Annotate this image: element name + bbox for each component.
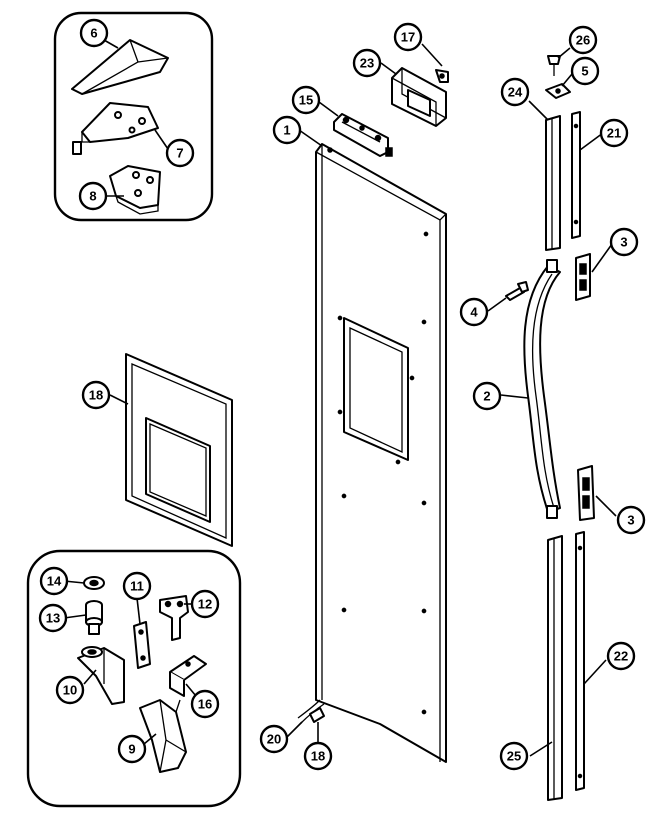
svg-text:3: 3 <box>627 513 634 528</box>
svg-text:23: 23 <box>360 56 374 71</box>
callout-10: 10 <box>55 675 85 705</box>
part-2-handle <box>523 259 561 519</box>
svg-text:18: 18 <box>311 749 325 764</box>
callout-20: 20 <box>259 724 289 754</box>
part-14-washer <box>83 576 105 590</box>
callout-23: 23 <box>352 48 382 78</box>
svg-text:6: 6 <box>90 26 97 41</box>
svg-text:17: 17 <box>401 30 415 45</box>
callout-2: 2 <box>472 381 502 411</box>
callout-4: 4 <box>459 297 489 327</box>
svg-text:10: 10 <box>63 683 77 698</box>
part-12-bracket <box>159 595 189 641</box>
svg-text:13: 13 <box>46 611 60 626</box>
svg-text:9: 9 <box>128 742 135 757</box>
callout-16: 16 <box>190 689 220 719</box>
svg-text:12: 12 <box>198 597 212 612</box>
part-21-upper-trim-strip <box>571 111 581 239</box>
part-3-lower-end-cap <box>577 465 595 521</box>
part-9-lower-cover <box>139 699 187 773</box>
svg-text:25: 25 <box>507 749 521 764</box>
hinge-group-box <box>53 11 214 222</box>
part-22-lower-trim-strip <box>575 531 585 791</box>
svg-text:26: 26 <box>576 33 590 48</box>
part-16-clip <box>169 655 207 697</box>
callout-12: 12 <box>190 589 220 619</box>
callout-8: 8 <box>78 181 108 211</box>
part-25-lower-trim <box>547 535 563 801</box>
callout-18-lower: 18 <box>303 741 333 771</box>
svg-text:3: 3 <box>620 235 627 250</box>
callout-7: 7 <box>165 138 195 168</box>
part-19-grommet <box>309 707 325 723</box>
part-17-clip <box>435 69 449 83</box>
callout-9: 9 <box>117 734 147 764</box>
callout-13: 13 <box>38 603 68 633</box>
svg-text:2: 2 <box>483 389 490 404</box>
part-26-screw <box>547 55 561 76</box>
callout-26: 26 <box>568 25 598 55</box>
callout-22: 22 <box>606 641 636 671</box>
svg-text:14: 14 <box>47 574 62 589</box>
lower-hinge-group-box <box>26 549 242 808</box>
part-3-upper-end-cap <box>575 253 591 301</box>
callout-3-upper: 3 <box>609 227 639 257</box>
part-1-door-panel <box>315 143 447 763</box>
svg-text:18: 18 <box>89 388 103 403</box>
part-4-screw <box>505 281 529 301</box>
callout-15: 15 <box>291 85 321 115</box>
part-5-spacer <box>545 83 571 99</box>
part-10-lower-hinge <box>77 646 125 705</box>
part-13-pin <box>85 600 103 635</box>
svg-text:22: 22 <box>614 649 628 664</box>
callout-11: 11 <box>122 571 152 601</box>
svg-text:1: 1 <box>283 123 290 138</box>
callout-6: 6 <box>79 18 109 48</box>
part-8-hinge-shim <box>109 165 161 215</box>
svg-text:15: 15 <box>299 93 313 108</box>
part-11-shim <box>133 621 151 669</box>
svg-text:24: 24 <box>508 85 523 100</box>
part-18-dispenser-trim <box>125 353 233 547</box>
svg-text:16: 16 <box>198 697 212 712</box>
svg-text:5: 5 <box>581 64 588 79</box>
callout-3-lower: 3 <box>616 505 646 535</box>
callout-25: 25 <box>499 741 529 771</box>
callout-18-upper: 18 <box>81 380 111 410</box>
svg-text:7: 7 <box>176 146 183 161</box>
part-23-door-top-bracket <box>391 67 447 127</box>
svg-text:21: 21 <box>607 126 621 141</box>
part-6-hinge-cover <box>71 39 169 95</box>
svg-text:4: 4 <box>470 305 478 320</box>
svg-text:11: 11 <box>130 579 144 594</box>
svg-text:8: 8 <box>89 189 96 204</box>
callout-21: 21 <box>599 118 629 148</box>
part-7-upper-hinge <box>72 102 159 155</box>
callout-17: 17 <box>393 22 423 52</box>
part-24-upper-trim <box>545 115 561 251</box>
part-15-hinge-bracket <box>333 113 393 157</box>
callout-5: 5 <box>570 56 600 86</box>
svg-text:20: 20 <box>267 732 281 747</box>
callout-1: 1 <box>272 115 302 145</box>
callout-24: 24 <box>500 77 530 107</box>
callout-14: 14 <box>39 566 69 596</box>
